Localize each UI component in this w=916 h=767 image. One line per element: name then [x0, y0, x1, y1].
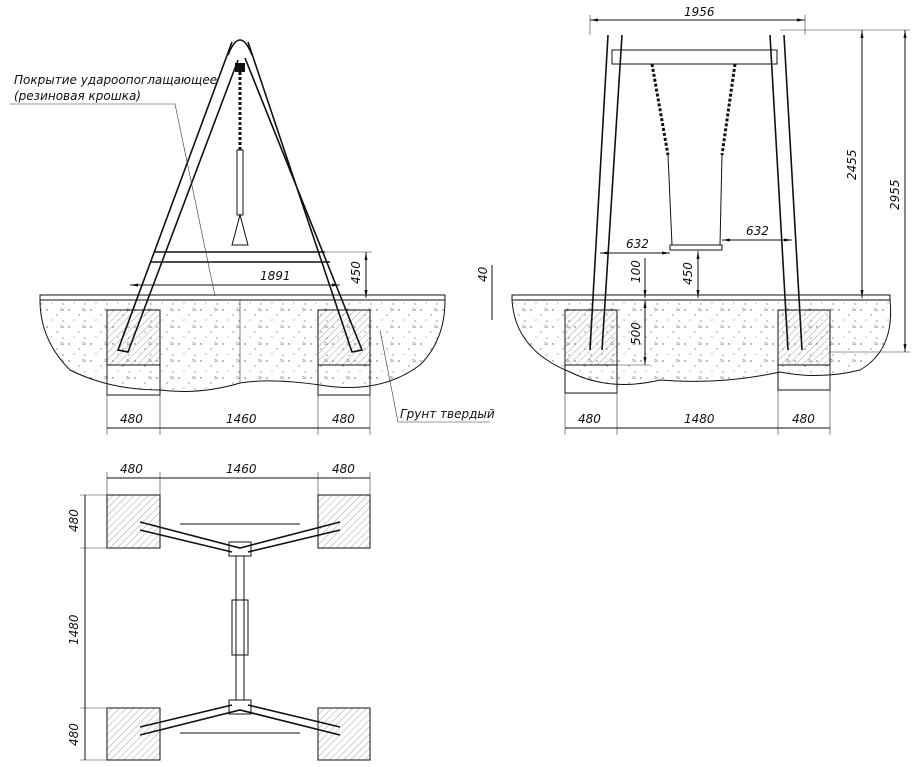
dim-seat-height: 450 — [681, 262, 695, 285]
dim-top-mid: 1460 — [226, 462, 257, 476]
foundation-block-right — [317, 309, 371, 366]
dim-side-mid: 1480 — [67, 614, 81, 645]
rubber-coating — [39, 294, 446, 301]
block-bottom-right — [317, 707, 371, 761]
label-coating-line1: Покрытие удароопоглащающее — [14, 73, 217, 87]
dim-coating: 40 — [476, 266, 490, 282]
dim-between: 1460 — [226, 412, 257, 426]
dim-side-top: 480 — [67, 509, 81, 532]
seat — [669, 244, 723, 251]
frame-bottom — [139, 704, 341, 736]
dim-side-bottom: 480 — [67, 723, 81, 746]
post-right — [769, 34, 803, 351]
dim-seat-height: 450 — [349, 261, 363, 284]
dim-block-left: 480 — [120, 412, 143, 426]
plan-view: 480 1460 480 480 1480 480 — [67, 462, 371, 761]
hanger-rod — [236, 149, 244, 216]
dim-seat-right: 632 — [746, 224, 769, 238]
dim-block-right: 480 — [792, 412, 815, 426]
dim-height-total: 2955 — [888, 179, 902, 210]
seat-plan — [231, 599, 249, 656]
post-left — [589, 34, 623, 351]
label-coating-line2: (резиновая крошка) — [14, 89, 141, 103]
dim-width: 1956 — [684, 5, 715, 19]
leg-right — [244, 41, 364, 353]
top-hinge — [235, 63, 245, 72]
dim-between: 1480 — [684, 412, 715, 426]
hub-bottom — [228, 699, 252, 715]
dim-depth: 500 — [629, 322, 643, 345]
dim-span: 1891 — [260, 269, 291, 283]
dim-block-left: 480 — [578, 412, 601, 426]
apex-bracket — [227, 39, 253, 56]
seat-mount — [231, 213, 249, 246]
top-beam — [611, 49, 778, 65]
front-view: 1956 2455 2955 632 632 100 450 40 500 48… — [476, 5, 910, 435]
block-top-right — [317, 494, 371, 549]
label-soil: Грунт твердый — [400, 407, 495, 421]
dim-top-left: 480 — [120, 462, 143, 476]
dim-clearance: 100 — [629, 260, 643, 283]
soil-section — [39, 299, 446, 392]
hub-top — [228, 541, 252, 557]
side-view: 1891 450 480 1460 480 Покрытие удароопог… — [10, 39, 495, 435]
frame-top — [139, 521, 341, 553]
center-beam — [235, 556, 245, 700]
block-bottom-left — [106, 707, 161, 761]
dim-top-right: 480 — [332, 462, 355, 476]
leg-left — [116, 41, 239, 353]
block-top-left — [106, 494, 161, 549]
dim-seat-left: 632 — [626, 237, 649, 251]
dim-block-right: 480 — [332, 412, 355, 426]
dim-height-ground: 2455 — [845, 149, 859, 180]
